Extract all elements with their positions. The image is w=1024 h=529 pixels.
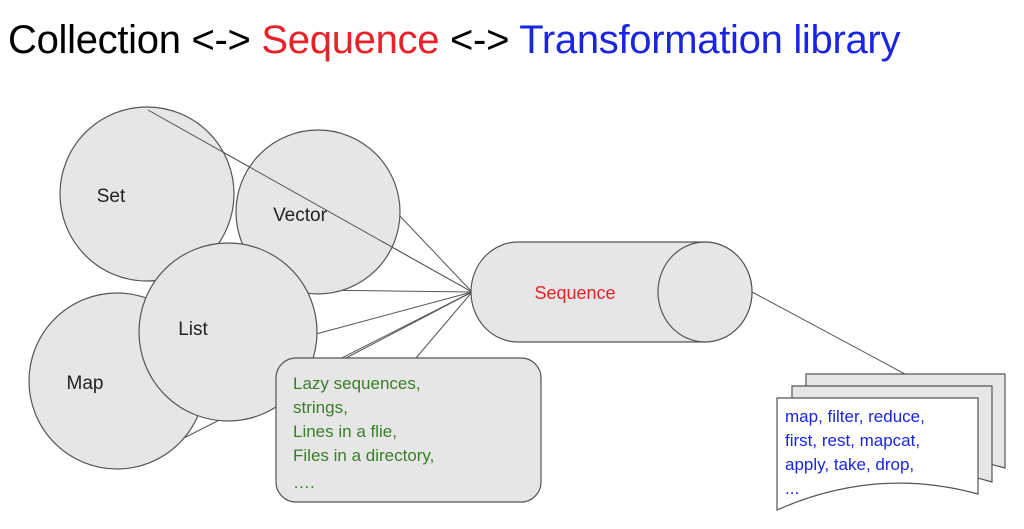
sources-line: Files in a directory, [293, 446, 434, 465]
diagram-title: Collection <-> Sequence <-> Transformati… [8, 14, 900, 66]
function-line: apply, take, drop, [785, 455, 914, 474]
function-line: first, rest, mapcat, [785, 431, 920, 450]
connector-list-bottom [315, 291, 473, 335]
sources-line: Lines in a flie, [293, 422, 397, 441]
title-transformation-library: Transformation library [519, 18, 901, 62]
sequence-label: Sequence [534, 283, 615, 303]
document-front [776, 397, 979, 511]
vector-label: Vector [273, 205, 328, 226]
node-vector: Vector [235, 129, 401, 295]
connector-sources-right [415, 291, 473, 359]
title-arrow: <-> [439, 18, 520, 62]
set-label: Set [97, 186, 126, 207]
sources-box-bg [275, 357, 542, 503]
node-set: Set [59, 106, 235, 282]
connector-sources [345, 291, 473, 359]
sources-line: strings, [293, 398, 348, 417]
title-sequence: Sequence [261, 18, 440, 62]
node-sequence: Sequence [470, 241, 753, 343]
sources-box: Lazy sequences, strings, Lines in a flie… [275, 357, 542, 503]
vector-circle [235, 129, 401, 295]
title-collection: Collection <-> [8, 18, 262, 62]
sources-line: Lazy sequences, [293, 374, 421, 393]
list-label: List [178, 319, 208, 340]
node-list: List [138, 242, 318, 422]
connector-library [751, 291, 906, 375]
sequence-cylinder-end [657, 241, 753, 343]
map-label: Map [67, 373, 104, 394]
list-circle [138, 242, 318, 422]
functions-document-stack: map, filter, reduce, first, rest, mapcat… [776, 373, 1006, 511]
function-line: ... [785, 479, 799, 498]
set-circle [59, 106, 235, 282]
function-line: map, filter, reduce, [785, 407, 925, 426]
sources-line: …. [293, 473, 315, 492]
connector-vector [397, 213, 473, 293]
connector-set-overlay [147, 109, 473, 293]
